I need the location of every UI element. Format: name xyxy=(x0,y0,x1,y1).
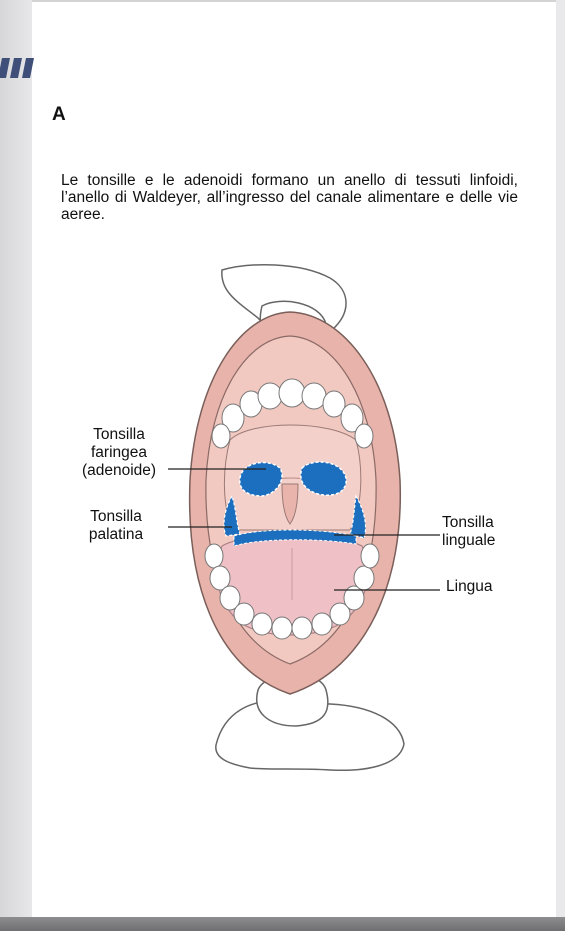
label-tonsilla-faringea: Tonsilla faringea (adenoide) xyxy=(66,426,172,480)
label-tonsilla-linguale: Tonsilla linguale xyxy=(442,514,522,550)
background-right-margin xyxy=(556,0,565,931)
page-top-border xyxy=(32,0,556,2)
decorative-slashes-graphic xyxy=(0,58,34,78)
label-tonsilla-linguale-line2: linguale xyxy=(442,532,496,549)
label-tonsilla-linguale-line1: Tonsilla xyxy=(442,514,494,531)
background-bottom-bar xyxy=(0,917,565,931)
tonsilla-linguale-shape xyxy=(233,529,357,547)
label-lingua: Lingua xyxy=(446,578,493,595)
label-tonsilla-faringea-line3: (adenoide) xyxy=(81,462,157,479)
label-tonsilla-palatina-line2: palatina xyxy=(88,526,144,543)
label-tonsilla-faringea-line1: Tonsilla xyxy=(93,426,145,443)
caption-text: Le tonsille e le adenoidi formano un ane… xyxy=(61,172,518,223)
label-tonsilla-palatina-line1: Tonsilla xyxy=(90,508,142,525)
tonsilla-faringea-shape xyxy=(239,461,347,497)
tonsilla-palatina-shape xyxy=(223,494,367,539)
lower-finger-illustration xyxy=(215,673,405,772)
panel-letter: A xyxy=(52,104,66,125)
upper-teeth xyxy=(211,378,374,449)
leader-lines xyxy=(168,468,440,591)
background-left-margin xyxy=(0,0,32,931)
palate xyxy=(223,424,362,531)
uvula xyxy=(281,483,299,525)
label-tonsilla-palatina: Tonsilla palatina xyxy=(66,508,166,544)
label-tonsilla-faringea-line2: faringea xyxy=(90,444,147,461)
lower-teeth xyxy=(204,543,380,640)
